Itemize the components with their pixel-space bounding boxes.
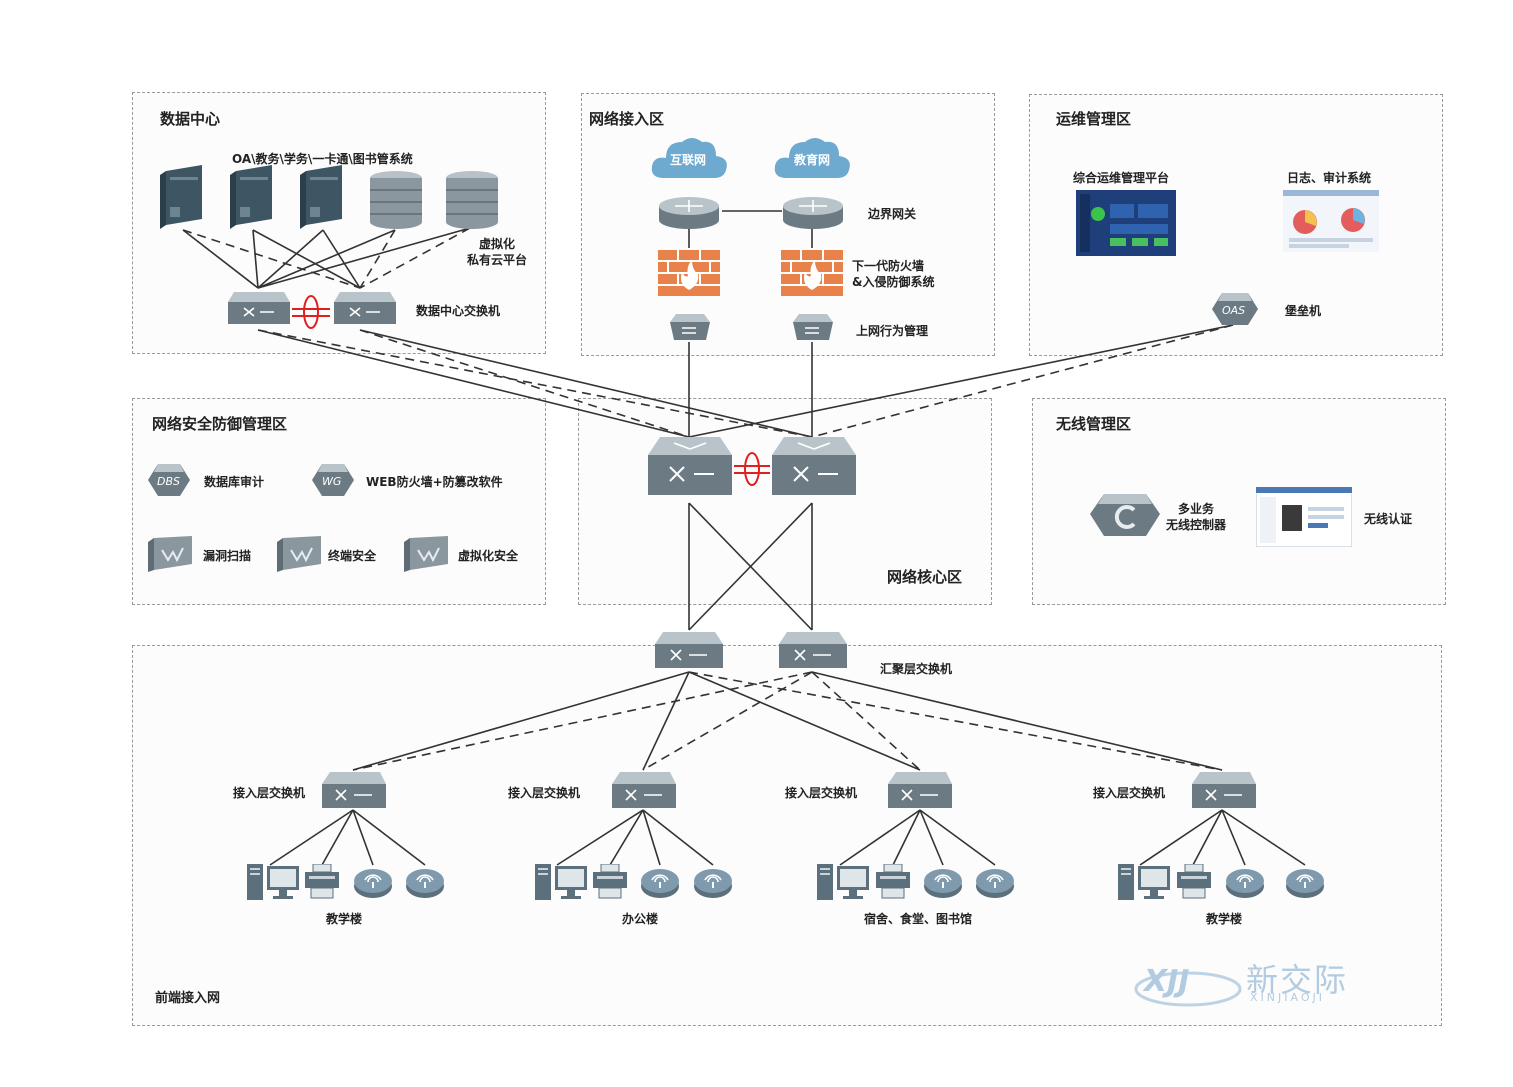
zone-security-defense [132,398,546,605]
endpoint-security-label: 终端安全 [328,549,377,563]
bastion-host-label: 堡垒机 [1285,304,1322,318]
wireless-ap-icon [976,869,1014,898]
building-label: 宿舍、食堂、图书馆 [864,912,973,926]
building-label: 教学楼 [1206,912,1243,926]
bastion-host-tag: OAS [1222,304,1246,317]
virtualization-security-icon [404,536,448,572]
access-switch-label: 接入层交换机 [785,786,858,800]
vulnerability-scan-icon [148,536,192,572]
desktop-computer-icon [247,864,299,900]
education-network-label: 教育网 [794,153,831,167]
log-audit-screenshot-icon [1283,190,1379,252]
zone-title-network-access: 网络接入区 [589,110,665,128]
ops-platform-label: 综合运维管理平台 [1073,171,1170,185]
access-switch-icon [888,772,952,808]
wireless-ap-icon [354,869,392,898]
router-icon [783,197,843,229]
bastion-host-icon [1212,293,1258,325]
storage-icon [370,171,422,229]
aggregation-switch-icon [655,632,723,668]
servers-label: OA\教务\学务\一卡通\图书管系统 [232,152,413,166]
printer-icon [1177,864,1211,899]
wireless-controller-icon [1090,494,1160,536]
datacenter-switch-icon [228,292,290,324]
brand-logo: XJJ 新交际 XINJIAOJI [1132,955,1372,1013]
zone-network-core [578,398,992,605]
zone-title-core: 网络核心区 [887,568,963,586]
wireless-ap-icon [406,869,444,898]
internet-label: 互联网 [670,153,707,167]
access-switch-label: 接入层交换机 [233,786,306,800]
server-icon [230,165,272,229]
wireless-ap-icon [1226,869,1264,898]
endpoint-security-icon [277,536,321,572]
server-icon [300,165,342,229]
aggregation-switch-label: 汇聚层交换机 [880,662,953,676]
access-switch-label: 接入层交换机 [508,786,581,800]
server-icon [160,165,202,229]
web-firewall-label: WEB防火墙+防篡改软件 [366,475,503,489]
printer-icon [593,864,627,899]
wireless-auth-screenshot-icon [1256,487,1352,547]
printer-icon [876,864,910,899]
internet-cloud-icon [651,138,727,178]
virtualization-security-label: 虚拟化安全 [458,549,519,563]
access-switch-icon [612,772,676,808]
dashboard-screenshot-icon [1076,190,1176,256]
desktop-computer-icon [817,864,869,900]
log-audit-label: 日志、审计系统 [1287,171,1372,185]
zone-title-frontend: 前端接入网 [155,991,221,1006]
router-icon [659,197,719,229]
border-gateway-label: 边界网关 [868,207,917,221]
building-label: 办公楼 [622,912,659,926]
firewall-label: 下一代防火墙 &入侵防御系统 [852,259,935,289]
firewall-icon [658,250,720,296]
aggregation-switch-icon [779,632,847,668]
desktop-computer-icon [1118,864,1170,900]
behavior-management-label: 上网行为管理 [856,324,929,338]
access-switch-label: 接入层交换机 [1093,786,1166,800]
zone-title-wireless: 无线管理区 [1056,415,1132,433]
access-switch-icon [322,772,386,808]
datacenter-switch-icon [334,292,396,324]
private-cloud-label: 虚拟化 私有云平台 [466,237,527,267]
zone-frontend-access [132,645,1442,1026]
database-audit-label: 数据库审计 [204,475,265,489]
wireless-ap-icon [1286,869,1324,898]
brand-logo-mark: XJJ [1134,964,1242,1007]
wireless-controller-label: 多业务 无线控制器 [1165,502,1226,532]
vulnerability-scan-label: 漏洞扫描 [203,549,252,563]
brand-name-cn: 新交际 [1246,961,1349,999]
database-audit-tag: DBS [157,475,180,488]
brand-logo-mark-text: XJJ [1142,964,1189,999]
education-network-cloud-icon [774,138,850,178]
wireless-ap-icon [694,869,732,898]
core-switch-icon [648,437,732,495]
wireless-ap-icon [641,869,679,898]
wireless-ap-icon [924,869,962,898]
zone-title-ops: 运维管理区 [1056,110,1132,128]
building-label: 教学楼 [326,912,363,926]
access-switch-icon [1192,772,1256,808]
web-firewall-icon [312,464,354,496]
zone-title-security: 网络安全防御管理区 [152,415,288,433]
firewall-icon [781,250,843,296]
storage-icon [446,171,498,229]
database-audit-icon [148,464,190,496]
brand-name-en: XINJIAOJI [1250,991,1325,1004]
core-switch-icon [772,437,856,495]
behavior-management-icon [793,314,833,340]
desktop-computer-icon [535,864,587,900]
web-firewall-tag: WG [322,475,342,488]
datacenter-switch-label: 数据中心交换机 [416,304,501,318]
zone-title-datacenter: 数据中心 [160,110,221,128]
behavior-management-icon [670,314,710,340]
wireless-auth-label: 无线认证 [1364,512,1413,526]
printer-icon [305,864,339,899]
